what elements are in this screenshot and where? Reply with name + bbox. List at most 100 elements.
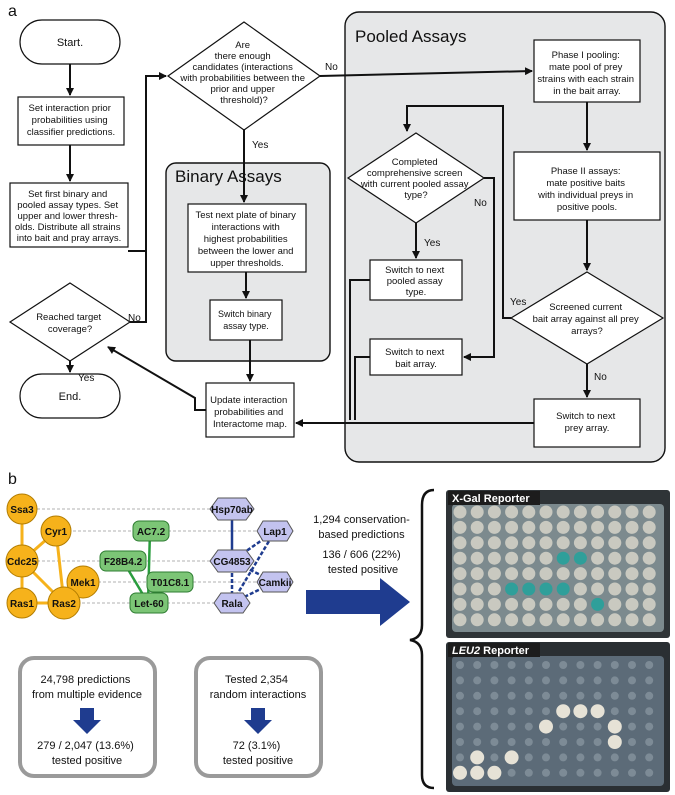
xgal-colony	[556, 551, 570, 565]
leu2-colony	[539, 719, 553, 734]
leu2-colony	[507, 676, 516, 685]
xgal-colony	[625, 597, 639, 611]
xgal-colony	[505, 505, 519, 519]
leu2-colony	[473, 722, 482, 731]
leu2-colony	[576, 661, 585, 669]
leu2-colony	[559, 676, 568, 685]
flow-arrows	[66, 64, 591, 427]
xgal-colony	[556, 536, 570, 550]
down-arrow-multiple	[73, 708, 101, 734]
big-blue-arrow	[306, 578, 410, 626]
xgal-colony	[573, 567, 587, 581]
leu2-colony	[542, 753, 550, 762]
xgal-colony	[487, 597, 501, 611]
xgal-colony	[487, 613, 501, 627]
completed-screen-text: Completed comprehensive screen with curr…	[360, 157, 471, 201]
xgal-colony	[453, 536, 467, 550]
xgal-colony	[642, 536, 656, 550]
orange-nodes	[5, 493, 100, 620]
xgal-colony	[522, 551, 536, 565]
update-box	[205, 382, 295, 438]
leu2-colony	[524, 691, 533, 700]
xgal-colony	[608, 536, 622, 550]
xgal-colony	[608, 582, 622, 596]
leu2-colony	[507, 722, 516, 731]
leu2-colony	[610, 691, 619, 700]
xgal-colony	[591, 597, 605, 611]
leu2-colony	[593, 738, 602, 746]
leu2-colony	[576, 753, 585, 762]
xgal-colony	[591, 567, 605, 581]
xgal-colony	[522, 582, 536, 596]
xgal-colony	[505, 582, 519, 596]
xgal-colony	[608, 551, 622, 565]
switch-bait-text: Switch to next bait array.	[385, 347, 447, 370]
leu2-colony	[524, 707, 533, 716]
leu2-colony	[507, 707, 516, 716]
leu2-colony	[542, 707, 550, 716]
panel-a-label: a	[8, 3, 17, 20]
xgal-colony	[487, 505, 501, 519]
test-next-plate-text: Test next plate of binary interactions w…	[196, 210, 299, 269]
xgal-colony	[522, 505, 536, 519]
xgal-colony	[642, 613, 656, 627]
leu2-colony	[473, 691, 482, 700]
leu2-colony	[524, 753, 533, 762]
xgal-colony	[625, 520, 639, 534]
leu2-colony	[628, 661, 636, 669]
xgal-colony	[591, 613, 605, 627]
leu2-plate-agar	[452, 656, 664, 786]
purple-node-labels: Hsp70ab Lap1 CG4853 Camkii Rala	[211, 505, 291, 610]
leu2-colony	[576, 768, 585, 777]
xgal-colony	[591, 520, 605, 534]
reached-target-text: Reached target coverage?	[36, 312, 104, 335]
node-ras1: Ras1	[10, 599, 34, 610]
xgal-colony	[453, 597, 467, 611]
leu2-colony	[628, 691, 636, 700]
xgal-colony	[642, 551, 656, 565]
xgal-colony	[522, 536, 536, 550]
node-f28b42: F28B4.2	[104, 557, 143, 568]
update-text: Update interaction probabilities and Int…	[210, 395, 290, 430]
xgal-colony	[539, 597, 553, 611]
xgal-colony	[625, 582, 639, 596]
no-label-screened: No	[594, 372, 607, 383]
leu2-colony	[576, 722, 585, 731]
leu2-colony	[473, 738, 482, 746]
leu2-colony	[593, 691, 602, 700]
xgal-colony	[625, 613, 639, 627]
xgal-colony	[453, 551, 467, 565]
leu2-colony	[473, 707, 482, 716]
xgal-colony	[608, 505, 622, 519]
leu2-colony	[456, 691, 464, 700]
xgal-colony	[470, 582, 484, 596]
yes-label-candidates: Yes	[252, 140, 268, 151]
xgal-colony	[505, 613, 519, 627]
xgal-colony	[487, 551, 501, 565]
xgal-colony	[642, 520, 656, 534]
leu2-colony	[559, 738, 568, 746]
xgal-colony	[556, 613, 570, 627]
xgal-colony	[556, 505, 570, 519]
xgal-colony	[505, 567, 519, 581]
leu2-colony	[456, 738, 464, 746]
leu2-colony	[524, 738, 533, 746]
leu2-colony	[504, 750, 519, 765]
leu2-colony	[542, 768, 550, 777]
leu2-label: LEU2 Reporter	[452, 645, 530, 657]
yes-label-completed: Yes	[424, 238, 440, 249]
xgal-colony	[591, 536, 605, 550]
leu2-colony	[456, 722, 464, 731]
leu2-colonies	[453, 661, 654, 780]
xgal-colony	[539, 613, 553, 627]
yes-label-reached: Yes	[78, 373, 94, 384]
green-nodes	[99, 520, 194, 614]
leu2-colony	[559, 661, 568, 669]
leu2-colony	[628, 738, 636, 746]
xgal-colony	[539, 551, 553, 565]
leu2-colony	[628, 722, 636, 731]
yes-label-screened: Yes	[510, 297, 526, 308]
xgal-colony	[453, 567, 467, 581]
leu2-colony	[610, 676, 619, 685]
leu2-colony	[507, 661, 516, 669]
